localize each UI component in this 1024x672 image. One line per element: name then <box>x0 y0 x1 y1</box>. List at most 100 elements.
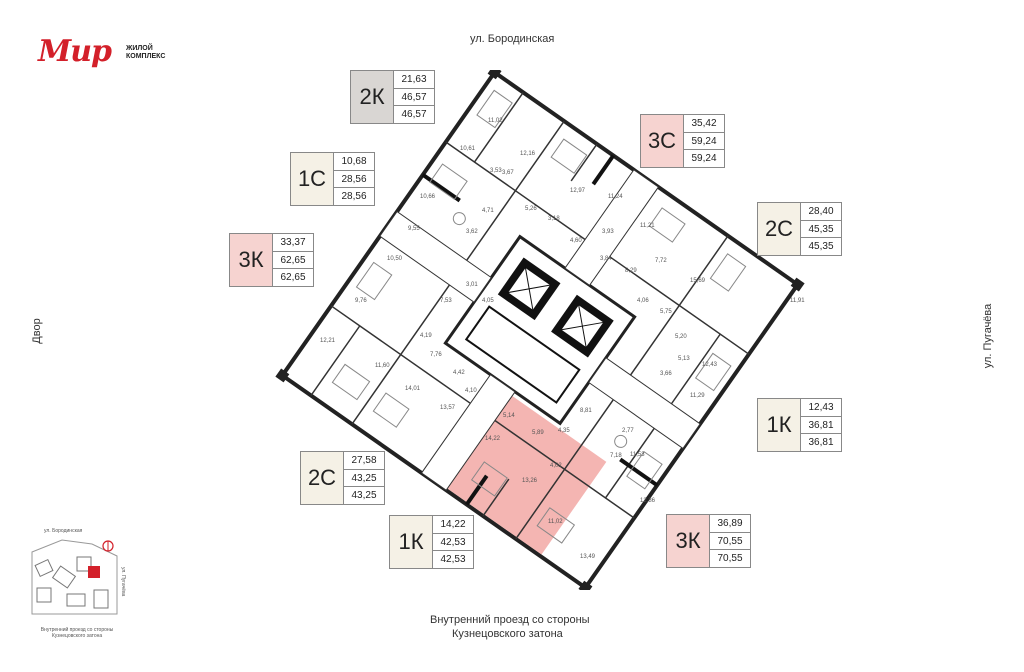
room-area-label: 7,72 <box>655 258 667 264</box>
room-area-label: 4,35 <box>558 428 570 434</box>
unit-type: 3С <box>641 115 684 167</box>
room-area-label: 8,81 <box>580 408 592 414</box>
room-area-label: 3,53 <box>490 168 502 174</box>
unit-total-area: 46,57 <box>394 89 434 107</box>
unit-type: 2С <box>301 452 344 504</box>
room-area-label: 11,60 <box>375 363 390 369</box>
unit-living-area: 12,43 <box>801 399 841 417</box>
site-minimap[interactable]: ул. Бородинская ул. Пугачёва Внутренний … <box>22 522 132 640</box>
unit-total-area: 59,24 <box>684 133 724 151</box>
unit-full-area: 46,57 <box>401 109 427 121</box>
room-area-label: 4,19 <box>420 333 432 339</box>
unit-total-area: 43,25 <box>344 470 384 488</box>
room-area-label: 4,06 <box>637 298 649 304</box>
logo: Мир ЖИЛОЙ КОМПЛЕКС <box>38 30 178 80</box>
unit-total-area: 36,81 <box>801 417 841 435</box>
unit-type: 1К <box>758 399 801 451</box>
room-area-label: 13,49 <box>580 554 596 560</box>
street-right: ул. Пугачёва <box>982 303 994 369</box>
room-area-label: 11,29 <box>690 393 705 399</box>
room-area-label: 12,21 <box>320 338 336 344</box>
unit-total-area: 28,56 <box>334 171 374 189</box>
unit-card-2c-south[interactable]: 2С 27,58 43,25 43,25 <box>300 451 385 505</box>
unit-type: 1С <box>291 153 334 205</box>
room-area-label: 4,42 <box>453 370 465 376</box>
room-area-label: 14,22 <box>485 436 501 442</box>
room-area-label: 5,89 <box>532 430 544 436</box>
unit-full-area: 28,56 <box>341 191 367 203</box>
room-area-label: 7,53 <box>440 298 452 304</box>
unit-living-area: 27,58 <box>344 452 384 470</box>
room-area-label: 3,93 <box>602 229 614 235</box>
unit-type: 3К <box>230 234 273 286</box>
unit-living-area: 36,89 <box>710 515 750 533</box>
room-area-label: 12,43 <box>702 362 718 368</box>
room-area-label: 4,71 <box>482 208 494 214</box>
unit-total-area: 45,35 <box>801 221 841 239</box>
minimap-street-top: ул. Бородинская <box>44 528 83 534</box>
minimap-current-building <box>88 566 100 578</box>
room-area-label: 4,60 <box>570 238 582 244</box>
unit-full-area: 59,24 <box>691 153 717 165</box>
room-area-label: 10,50 <box>387 256 403 262</box>
unit-full-area: 62,65 <box>280 272 306 284</box>
room-area-label: 9,76 <box>355 298 367 304</box>
unit-total-area: 42,53 <box>433 534 473 552</box>
unit-full-area: 45,35 <box>808 241 834 253</box>
unit-card-3k-south[interactable]: 3К 36,89 70,55 70,55 <box>666 514 751 568</box>
unit-living-area: 10,68 <box>334 153 374 171</box>
unit-card-1k-south[interactable]: 1К 14,22 42,53 42,53 <box>389 515 474 569</box>
room-area-label: 2,77 <box>622 428 634 434</box>
room-area-label: 11,91 <box>790 298 805 304</box>
unit-full-area: 36,81 <box>808 437 834 449</box>
room-area-label: 10,61 <box>460 146 476 152</box>
room-area-label: 13,57 <box>440 405 456 411</box>
room-area-label: 15,69 <box>690 278 706 284</box>
unit-type: 2С <box>758 203 801 255</box>
unit-total-area: 62,65 <box>273 252 313 270</box>
room-area-label: 4,10 <box>465 388 477 394</box>
room-area-label: 4,05 <box>482 298 494 304</box>
room-area-label: 8,29 <box>625 268 637 274</box>
street-top: ул. Бородинская <box>470 33 555 45</box>
room-area-label: 5,20 <box>675 334 687 340</box>
unit-living-area: 35,42 <box>684 115 724 133</box>
room-area-label: 3,18 <box>548 216 560 222</box>
minimap-caption-line2: Кузнецовского затона <box>51 633 103 639</box>
unit-full-area: 43,25 <box>351 490 377 502</box>
room-area-label: 9,55 <box>408 226 420 232</box>
logo-line1: ЖИЛОЙ <box>126 45 153 52</box>
room-area-label: 13,26 <box>522 478 538 484</box>
room-area-label: 11,02 <box>488 118 503 124</box>
unit-card-3c[interactable]: 3С 35,42 59,24 59,24 <box>640 114 725 168</box>
room-area-label: 11,24 <box>608 194 623 200</box>
room-area-label: 11,02 <box>548 519 563 525</box>
room-area-label: 3,66 <box>660 371 672 377</box>
room-area-label: 12,86 <box>640 498 656 504</box>
room-area-label: 3,01 <box>466 282 478 288</box>
unit-card-2k[interactable]: 2К 21,63 46,57 46,57 <box>350 70 435 124</box>
stair-hall <box>464 305 581 404</box>
unit-type: 2К <box>351 71 394 123</box>
unit-card-2c-east[interactable]: 2С 28,40 45,35 45,35 <box>757 202 842 256</box>
minimap-svg: ул. Бородинская ул. Пугачёва <box>31 528 126 615</box>
room-area-label: 3,62 <box>466 229 478 235</box>
street-left: Двор <box>31 318 43 344</box>
street-bottom-line2: Кузнецовского затона <box>452 628 563 640</box>
room-area-label: 7,18 <box>610 453 622 459</box>
room-area-label: 7,76 <box>430 352 442 358</box>
unit-living-area: 14,22 <box>433 516 473 534</box>
logo-line2: КОМПЛЕКС <box>126 53 166 60</box>
unit-card-1k-east[interactable]: 1К 12,43 36,81 36,81 <box>757 398 842 452</box>
room-area-label: 4,02 <box>550 463 562 469</box>
unit-total-area: 70,55 <box>710 533 750 551</box>
unit-card-1c[interactable]: 1С 10,68 28,56 28,56 <box>290 152 375 206</box>
room-area-label: 11,21 <box>640 223 655 229</box>
room-area-label: 3,67 <box>502 170 514 176</box>
unit-card-3k-west[interactable]: 3К 33,37 62,65 62,65 <box>229 233 314 287</box>
room-area-label: 11,53 <box>630 452 645 458</box>
room-area-label: 10,66 <box>420 194 436 200</box>
room-area-label: 12,16 <box>520 151 536 157</box>
